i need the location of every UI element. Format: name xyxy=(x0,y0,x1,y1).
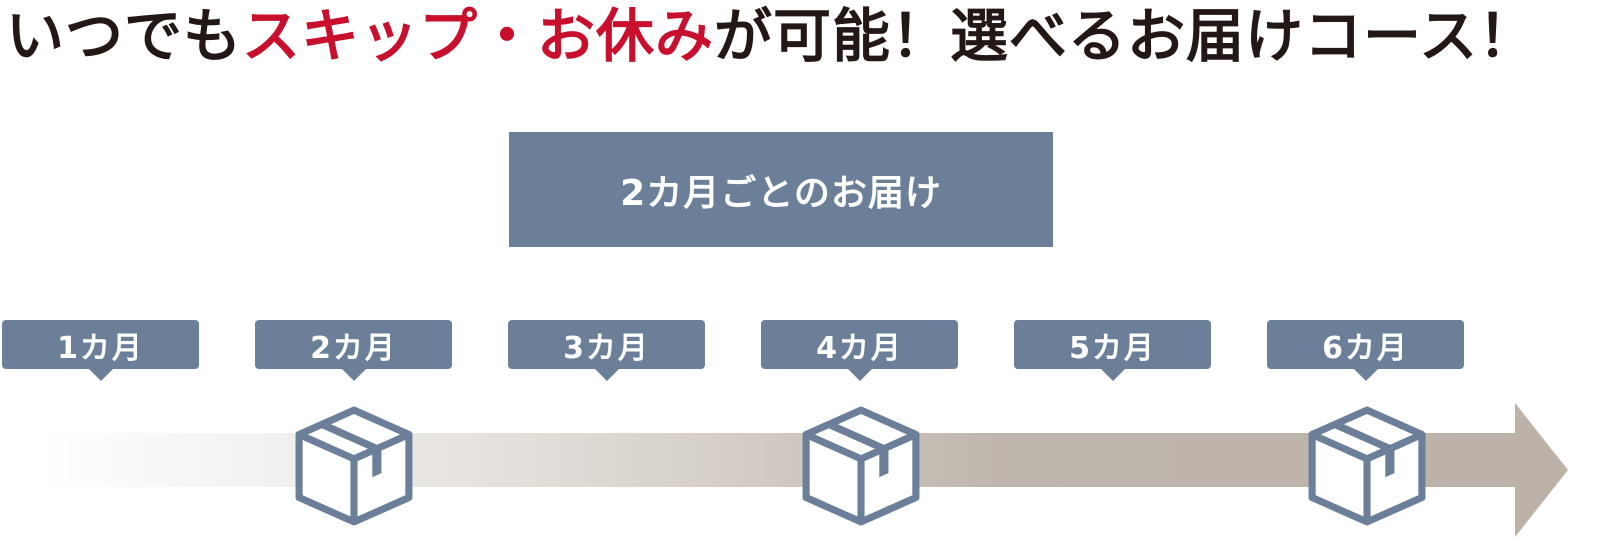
delivery-course-banner: 2カ月ごとのお届け xyxy=(509,132,1053,247)
month-text: 1カ月 xyxy=(57,330,144,366)
title-highlight: スキップ・お休み xyxy=(242,2,715,70)
timeline-arrow-head-icon xyxy=(1515,403,1568,537)
month-text: 6カ月 xyxy=(1322,330,1409,366)
timeline-arrow-shaft xyxy=(40,433,1516,487)
month-label-6: 6カ月 xyxy=(1267,320,1464,381)
title-part-1: いつでも xyxy=(6,2,243,70)
month-label-4: 4カ月 xyxy=(761,320,958,381)
month-text: 5カ月 xyxy=(1069,330,1156,366)
page-title: いつでもスキップ・お休みが可能！選べるお届けコース！ xyxy=(6,0,1537,76)
title-part-3: が可能！選べるお届けコース！ xyxy=(714,2,1538,70)
package-box-icon xyxy=(295,406,413,526)
package-box-icon xyxy=(802,406,920,526)
month-text: 3カ月 xyxy=(563,330,650,366)
banner-label: 2カ月ごとのお届け xyxy=(620,172,942,214)
month-label-1: 1カ月 xyxy=(2,320,199,381)
package-box-icon xyxy=(1308,406,1426,526)
month-text: 2カ月 xyxy=(310,330,397,366)
month-label-3: 3カ月 xyxy=(508,320,705,381)
month-label-5: 5カ月 xyxy=(1014,320,1211,381)
month-text: 4カ月 xyxy=(816,330,903,366)
month-label-2: 2カ月 xyxy=(255,320,452,381)
